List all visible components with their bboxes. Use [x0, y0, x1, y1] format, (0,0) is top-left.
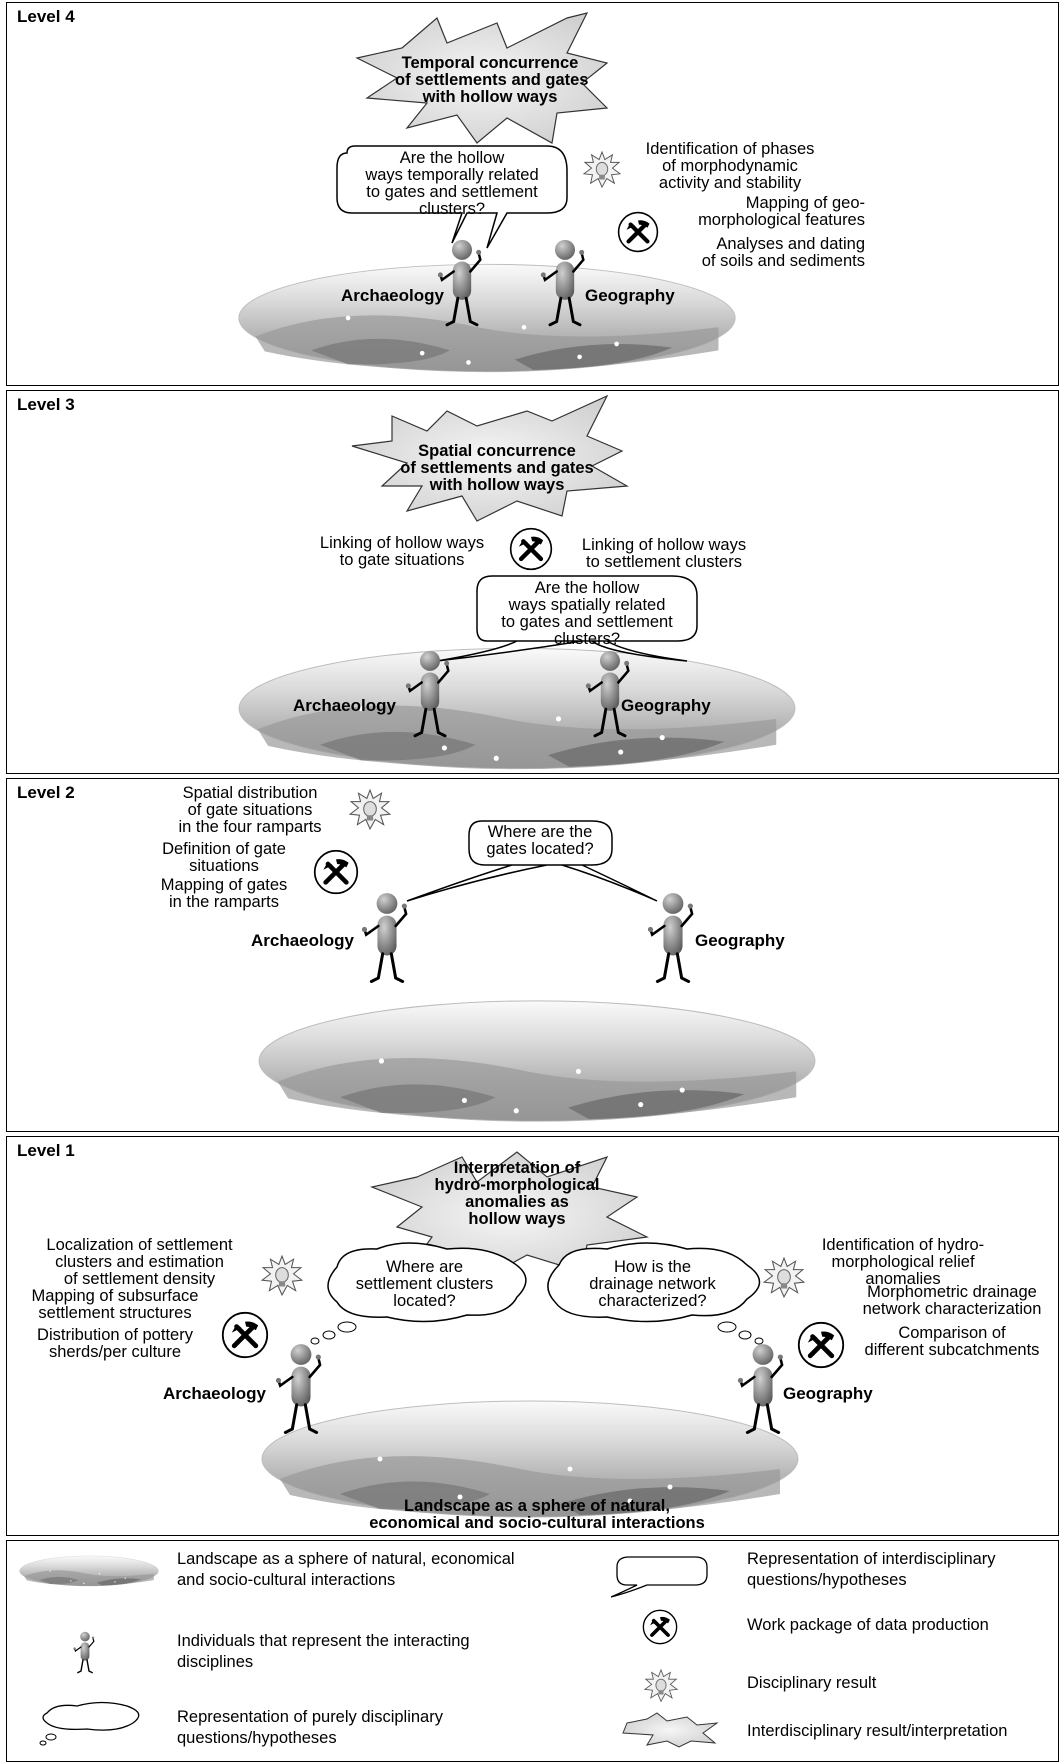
left-work-package-2: Distribution of pottery sherds/per cultu… — [37, 1326, 193, 1361]
level-4-graphics — [238, 12, 736, 373]
discipline-archaeology: Archaeology — [341, 286, 444, 305]
right-work-package-2: Comparison of different subcatchments — [864, 1324, 1040, 1359]
question-text: Are the hollow ways temporally related t… — [365, 149, 539, 218]
geography-figure — [737, 1342, 785, 1434]
discipline-geography: Geography — [585, 286, 675, 305]
level-label: Level 1 — [17, 1141, 75, 1160]
interdisciplinary-result-burst — [351, 394, 629, 522]
right-work-package-1: Morphometric drainage network characteri… — [862, 1283, 1042, 1318]
disciplinary-result: Identification of phases of morphodynami… — [645, 140, 815, 192]
legend-interdisciplinary-result: Interdisciplinary result/interpretation — [747, 1722, 1008, 1740]
question-bubble — [436, 575, 698, 662]
landscape-legend-icon — [19, 1555, 159, 1587]
landscape — [258, 1000, 816, 1122]
individual-legend-icon — [73, 1631, 95, 1674]
level-2-panel: Level 2 Spatial distribution of gate sit… — [6, 778, 1059, 1132]
hammer-icon — [799, 1323, 843, 1367]
legend-disciplinary-question: Representation of purely disciplinary qu… — [177, 1708, 443, 1747]
interdisciplinary-result: Temporal concurrence of settlements and … — [395, 54, 589, 106]
discipline-archaeology: Archaeology — [163, 1384, 266, 1403]
legend-individuals: Individuals that represent the interacti… — [177, 1632, 470, 1671]
level-4-panel: Level 4 Temporal concurrence of settleme… — [6, 2, 1059, 386]
right-disciplinary-result: Identification of hydro- morphological r… — [821, 1236, 985, 1288]
left-disciplinary-result: Localization of settlement clusters and … — [46, 1236, 233, 1288]
interdisciplinary-result-burst — [355, 12, 609, 144]
level-3-panel: Level 3 Spatial concurrence of settlemen… — [6, 390, 1059, 774]
legend-panel: Landscape as a sphere of natural, econom… — [6, 1540, 1059, 1762]
work-package-2: Mapping of gates in the ramparts — [160, 876, 288, 911]
landscape-caption: Landscape as a sphere of natural, econom… — [369, 1497, 705, 1532]
lightbulb-icon — [261, 1255, 303, 1296]
thought-cloud-legend-icon — [42, 1701, 140, 1731]
level-1-panel: Level 1 Interpretation of hydro-morpholo… — [6, 1136, 1059, 1536]
hammer-icon — [223, 1313, 267, 1357]
archaeology-figure — [275, 1342, 323, 1434]
level-label: Level 4 — [17, 7, 75, 26]
lightbulb-icon — [763, 1257, 805, 1298]
interdisciplinary-result: Interpretation of hydro-morphological an… — [434, 1159, 600, 1228]
archaeology-figure — [361, 891, 409, 983]
hammer-icon — [315, 851, 358, 894]
right-question-text: How is the drainage network characterize… — [589, 1258, 716, 1310]
lightbulb-legend-icon — [644, 1669, 678, 1702]
level-label: Level 2 — [17, 783, 75, 802]
level-2-graphics — [258, 789, 816, 1122]
level-label: Level 3 — [17, 395, 75, 414]
hammer-icon — [511, 529, 552, 570]
work-package-left: Linking of hollow ways to gate situation… — [319, 534, 485, 569]
left-question-text: Where are settlement clusters located? — [355, 1258, 494, 1310]
discipline-geography: Geography — [783, 1384, 873, 1403]
question-text: Are the hollow ways spatially related to… — [501, 579, 673, 648]
legend-work-package: Work package of data production — [747, 1616, 989, 1634]
discipline-archaeology: Archaeology — [251, 931, 354, 950]
lightbulb-icon — [349, 789, 391, 830]
hammer-icon — [619, 213, 658, 252]
legend-graphics — [19, 1555, 719, 1748]
level-3-graphics — [238, 394, 796, 770]
question-bubble — [336, 145, 568, 249]
burst-legend-icon — [622, 1712, 719, 1748]
work-package-2: Analyses and dating of soils and sedimen… — [701, 235, 865, 270]
hammer-legend-icon — [642, 1609, 678, 1645]
disciplinary-result: Spatial distribution of gate situations … — [178, 784, 322, 836]
interdisciplinary-result: Spatial concurrence of settlements and g… — [400, 442, 594, 494]
lightbulb-icon — [583, 151, 621, 188]
legend-disciplinary-result: Disciplinary result — [747, 1674, 877, 1692]
speech-bubble-legend-icon — [610, 1556, 708, 1598]
interdisciplinary-result-burst — [369, 1151, 650, 1278]
level-1-graphics — [7, 1151, 1059, 1518]
question-text: Where are the gates located? — [486, 823, 594, 858]
discipline-geography: Geography — [621, 696, 711, 715]
question-bubble — [406, 820, 658, 902]
discipline-geography: Geography — [695, 931, 785, 950]
landscape — [238, 263, 736, 373]
work-package-1: Definition of gate situations — [162, 840, 286, 875]
legend-landscape: Landscape as a sphere of natural, econom… — [177, 1550, 515, 1589]
left-thought-cloud — [327, 1242, 527, 1323]
work-package-1: Mapping of geo- morphological features — [698, 194, 865, 229]
work-package-right: Linking of hollow ways to settlement clu… — [581, 536, 747, 571]
discipline-archaeology: Archaeology — [293, 696, 396, 715]
left-work-package-1: Mapping of subsurface settlement structu… — [31, 1287, 199, 1322]
right-thought-cloud — [547, 1242, 761, 1323]
geography-figure — [647, 891, 695, 983]
legend-interdisciplinary-question: Representation of interdisciplinary ques… — [747, 1550, 996, 1589]
